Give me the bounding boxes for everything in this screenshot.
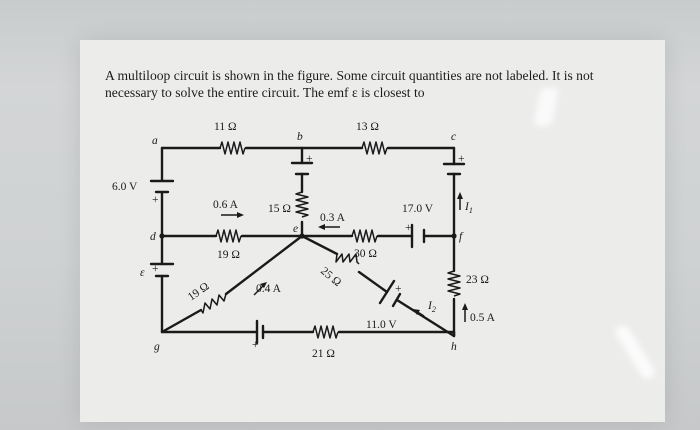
polarity-plus: + bbox=[395, 283, 402, 295]
junction-dot bbox=[299, 233, 305, 239]
battery-left-bottom bbox=[149, 262, 175, 278]
emf-label-left-top: 6.0 V bbox=[112, 181, 138, 193]
current-label-de: 0.6 A bbox=[213, 199, 239, 211]
node-label-f: f bbox=[459, 231, 464, 243]
problem-statement: A multiloop circuit is shown in the figu… bbox=[105, 67, 665, 101]
node-label-c: c bbox=[451, 131, 456, 143]
resistor-gh bbox=[312, 325, 339, 339]
resistor-label-ab: 11 Ω bbox=[214, 121, 237, 133]
polarity-plus: + bbox=[458, 153, 465, 165]
arrow-i2 bbox=[413, 309, 425, 317]
resistor-eh bbox=[335, 253, 360, 265]
resistor-label-gh: 21 Ω bbox=[312, 348, 335, 360]
polarity-plus: + bbox=[306, 153, 313, 165]
resistor-ge bbox=[200, 293, 227, 314]
battery-eh bbox=[378, 279, 402, 308]
arrow-i1 bbox=[457, 192, 463, 210]
node-label-h: h bbox=[451, 341, 457, 353]
resistor-ab bbox=[219, 141, 246, 155]
polarity-plus: + bbox=[152, 263, 159, 275]
problem-line-2: necessary to solve the entire circuit. T… bbox=[105, 85, 425, 100]
resistor-label-ch: 23 Ω bbox=[466, 274, 489, 286]
resistor-label-gd: 19 Ω bbox=[186, 280, 212, 303]
problem-line-1: A multiloop circuit is shown in the figu… bbox=[105, 68, 594, 83]
resistor-label-bc: 13 Ω bbox=[356, 121, 379, 133]
battery-gh bbox=[255, 319, 265, 345]
arrow-i-ge bbox=[253, 282, 267, 296]
resistor-label-ef: 30 Ω bbox=[354, 248, 377, 260]
node-label-b: b bbox=[297, 131, 303, 143]
battery-be bbox=[290, 161, 314, 176]
emf-label-left-bottom: ε bbox=[140, 267, 145, 279]
node-label-a: a bbox=[152, 135, 158, 147]
battery-ch bbox=[442, 162, 466, 176]
current-label-ch: 0.5 A bbox=[470, 312, 496, 324]
resistor-be bbox=[295, 191, 309, 218]
node-label-g: g bbox=[154, 341, 160, 353]
resistor-label-de: 19 Ω bbox=[217, 249, 240, 261]
current-label-ge: 0.4 A bbox=[256, 283, 282, 295]
polarity-plus: + bbox=[252, 339, 259, 351]
resistor-label-eh: 25 Ω bbox=[318, 265, 343, 289]
battery-ef bbox=[410, 223, 426, 249]
polarity-plus: + bbox=[152, 194, 159, 206]
junction-dot bbox=[451, 233, 457, 239]
polarity-plus: + bbox=[405, 222, 412, 234]
circuit-wires bbox=[160, 146, 456, 338]
resistor-de bbox=[215, 229, 242, 243]
resistor-ch bbox=[447, 270, 461, 297]
resistor-ef bbox=[351, 229, 378, 243]
arrow-i-ch bbox=[462, 303, 468, 322]
current-label-i2: I2 bbox=[427, 300, 436, 314]
current-label-i1: I1 bbox=[464, 201, 473, 215]
battery-left-top bbox=[149, 179, 175, 194]
resistor-label-be: 15 Ω bbox=[268, 203, 291, 215]
emf-label-eh: 11.0 V bbox=[366, 319, 397, 331]
current-label-be: 0.3 A bbox=[320, 212, 346, 224]
arrow-i-be bbox=[318, 224, 340, 230]
junction-dot bbox=[159, 233, 165, 239]
node-label-d: d bbox=[150, 231, 156, 243]
emf-label-ef: 17.0 V bbox=[402, 203, 434, 215]
resistor-bc bbox=[361, 141, 388, 155]
arrow-i-de bbox=[221, 212, 244, 218]
node-label-e: e bbox=[293, 223, 298, 235]
